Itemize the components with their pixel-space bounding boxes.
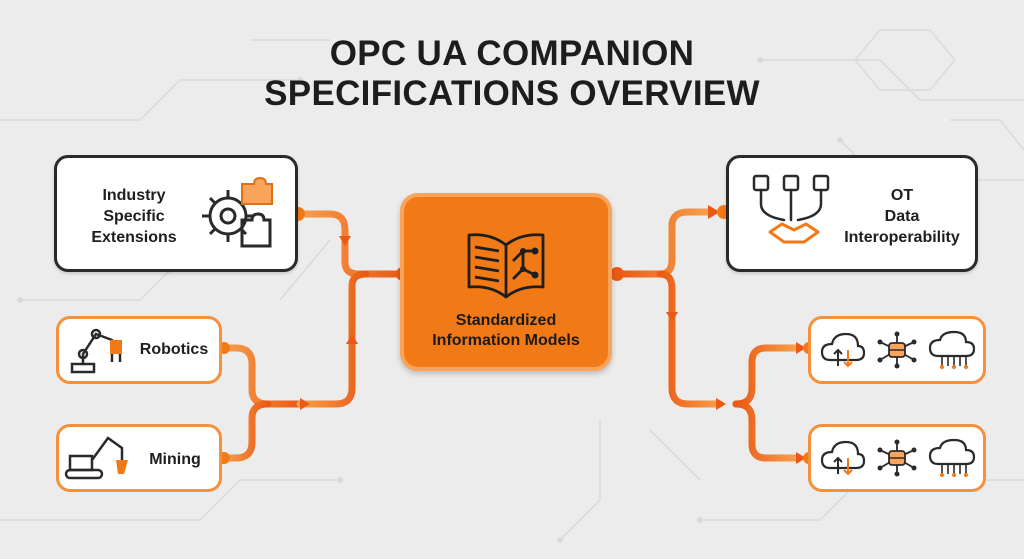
arrow-branch-right: [716, 398, 726, 410]
arrow-cloud-2: [796, 452, 806, 464]
cloud-sync-icon: [820, 332, 866, 368]
title-line-2: SPECIFICATIONS OVERVIEW: [264, 74, 760, 113]
connector-cloud-2: [732, 400, 802, 462]
connector-merge: [296, 270, 370, 408]
cables-handshake-icon: [752, 174, 830, 244]
robot-arm-icon: [70, 328, 122, 374]
industry-line-2: Specific: [103, 208, 165, 225]
connector-arrows: [300, 205, 806, 464]
ot-line-1: OT: [890, 187, 914, 204]
industry-extensions-label: Industry Specific Extensions: [84, 185, 184, 248]
arrow-robotics-right: [300, 398, 310, 410]
connector-mining: [219, 400, 272, 462]
page-title: OPC UA COMPANION SPECIFICATIONS OVERVIEW: [0, 34, 1024, 114]
industry-line-1: Industry: [102, 187, 166, 204]
mining-bubble: [56, 424, 222, 492]
database-network-icon: [877, 331, 917, 369]
title-line-1: OPC UA COMPANION: [329, 34, 695, 73]
arrow-merge-up: [346, 334, 358, 344]
connector-robotics: [219, 344, 304, 408]
cloud-circuit-icon: [928, 438, 976, 477]
standardized-information-models-node: Standardized Information Models: [400, 193, 612, 371]
robotics-label: Robotics: [139, 341, 209, 358]
gear-puzzle-icon: [202, 176, 273, 248]
ot-line-3: Interoperability: [844, 229, 960, 246]
dot-center-right: [610, 267, 624, 281]
arrow-industry-down: [339, 236, 351, 246]
book-network-icon: [467, 233, 545, 299]
cloud-circuit-icon: [928, 330, 976, 369]
center-label: Standardized Information Models: [410, 311, 602, 351]
center-line-1: Standardized: [455, 312, 557, 329]
connector-industry: [294, 210, 406, 278]
ot-interoperability-label: OT Data Interoperability: [832, 185, 972, 248]
ot-line-2: Data: [884, 208, 920, 225]
mining-label: Mining: [149, 451, 201, 468]
arrow-branch-down: [666, 312, 678, 322]
connector-ot: [614, 208, 712, 278]
arrow-ot-right: [708, 205, 720, 219]
right-connectors: [614, 208, 802, 462]
connector-branch: [656, 270, 724, 408]
center-line-2: Information Models: [432, 332, 580, 349]
cloud-sync-icon: [820, 440, 866, 476]
industry-line-3: Extensions: [91, 229, 177, 246]
excavator-icon: [64, 436, 128, 480]
left-connectors: [219, 210, 406, 462]
database-network-icon: [877, 439, 917, 477]
connector-cloud-1: [732, 344, 802, 408]
arrow-cloud-1: [796, 342, 806, 354]
